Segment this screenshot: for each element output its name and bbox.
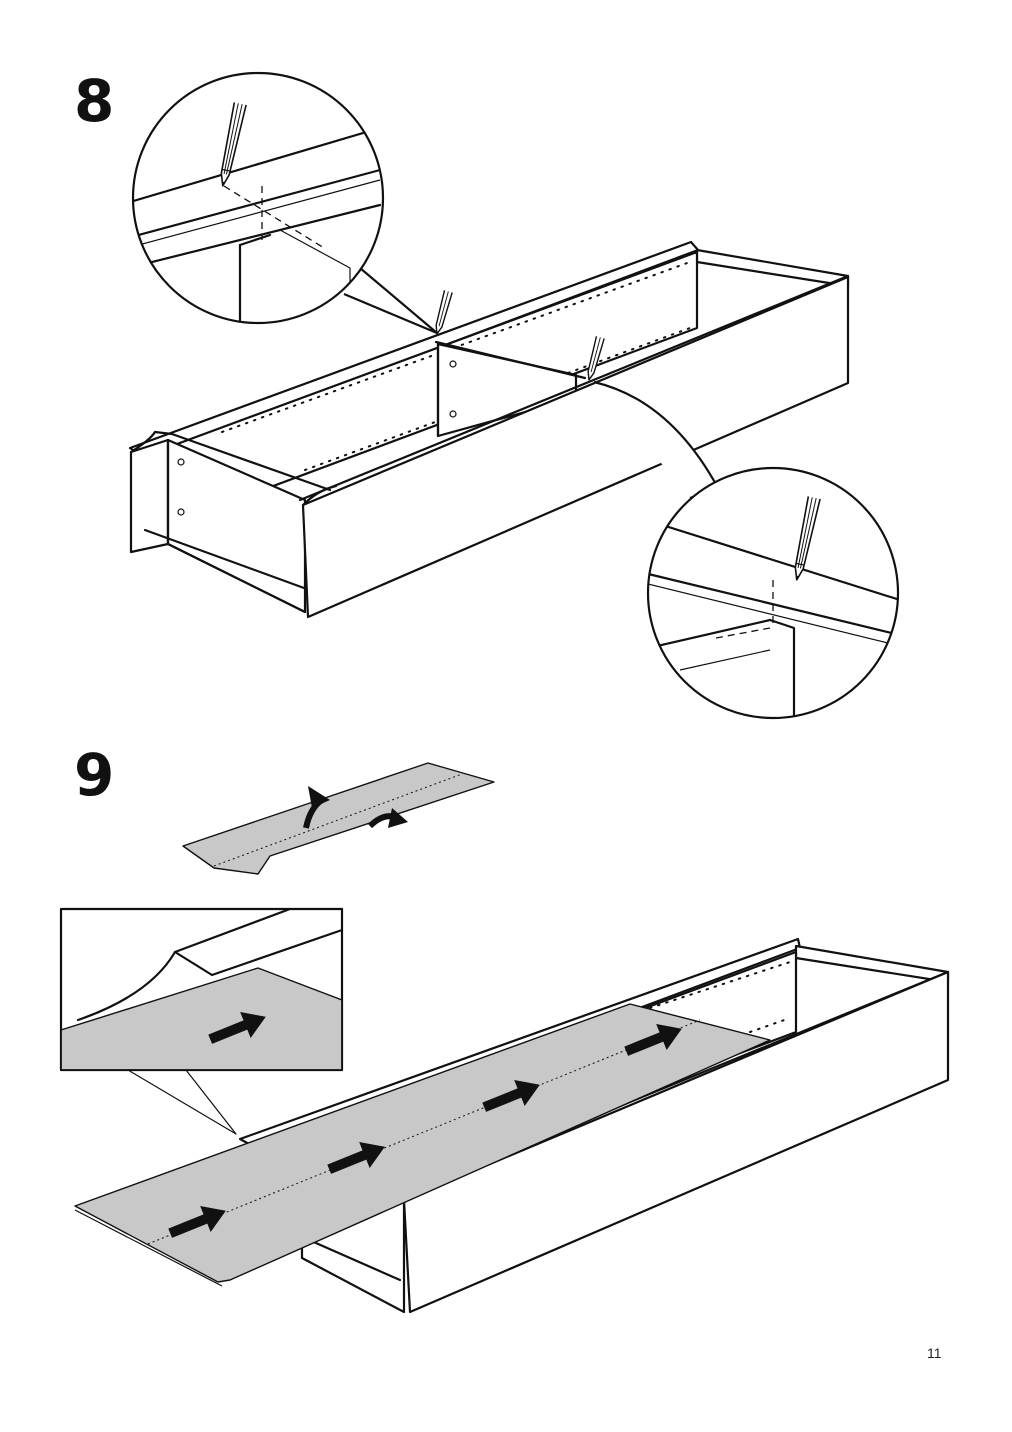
detail-circle-bottom	[593, 380, 900, 720]
step-8-illustration	[128, 71, 900, 720]
liner-sheet	[74, 1003, 771, 1287]
page-number: 11	[927, 1345, 942, 1361]
pencil-icon	[432, 289, 453, 336]
step-8-number: 8	[74, 67, 115, 135]
step-9-illustration	[59, 762, 950, 1314]
folded-liner	[182, 762, 495, 875]
detail-circle-top	[131, 71, 439, 335]
step-9-number: 9	[74, 741, 115, 809]
detail-inset-box	[59, 907, 344, 1135]
